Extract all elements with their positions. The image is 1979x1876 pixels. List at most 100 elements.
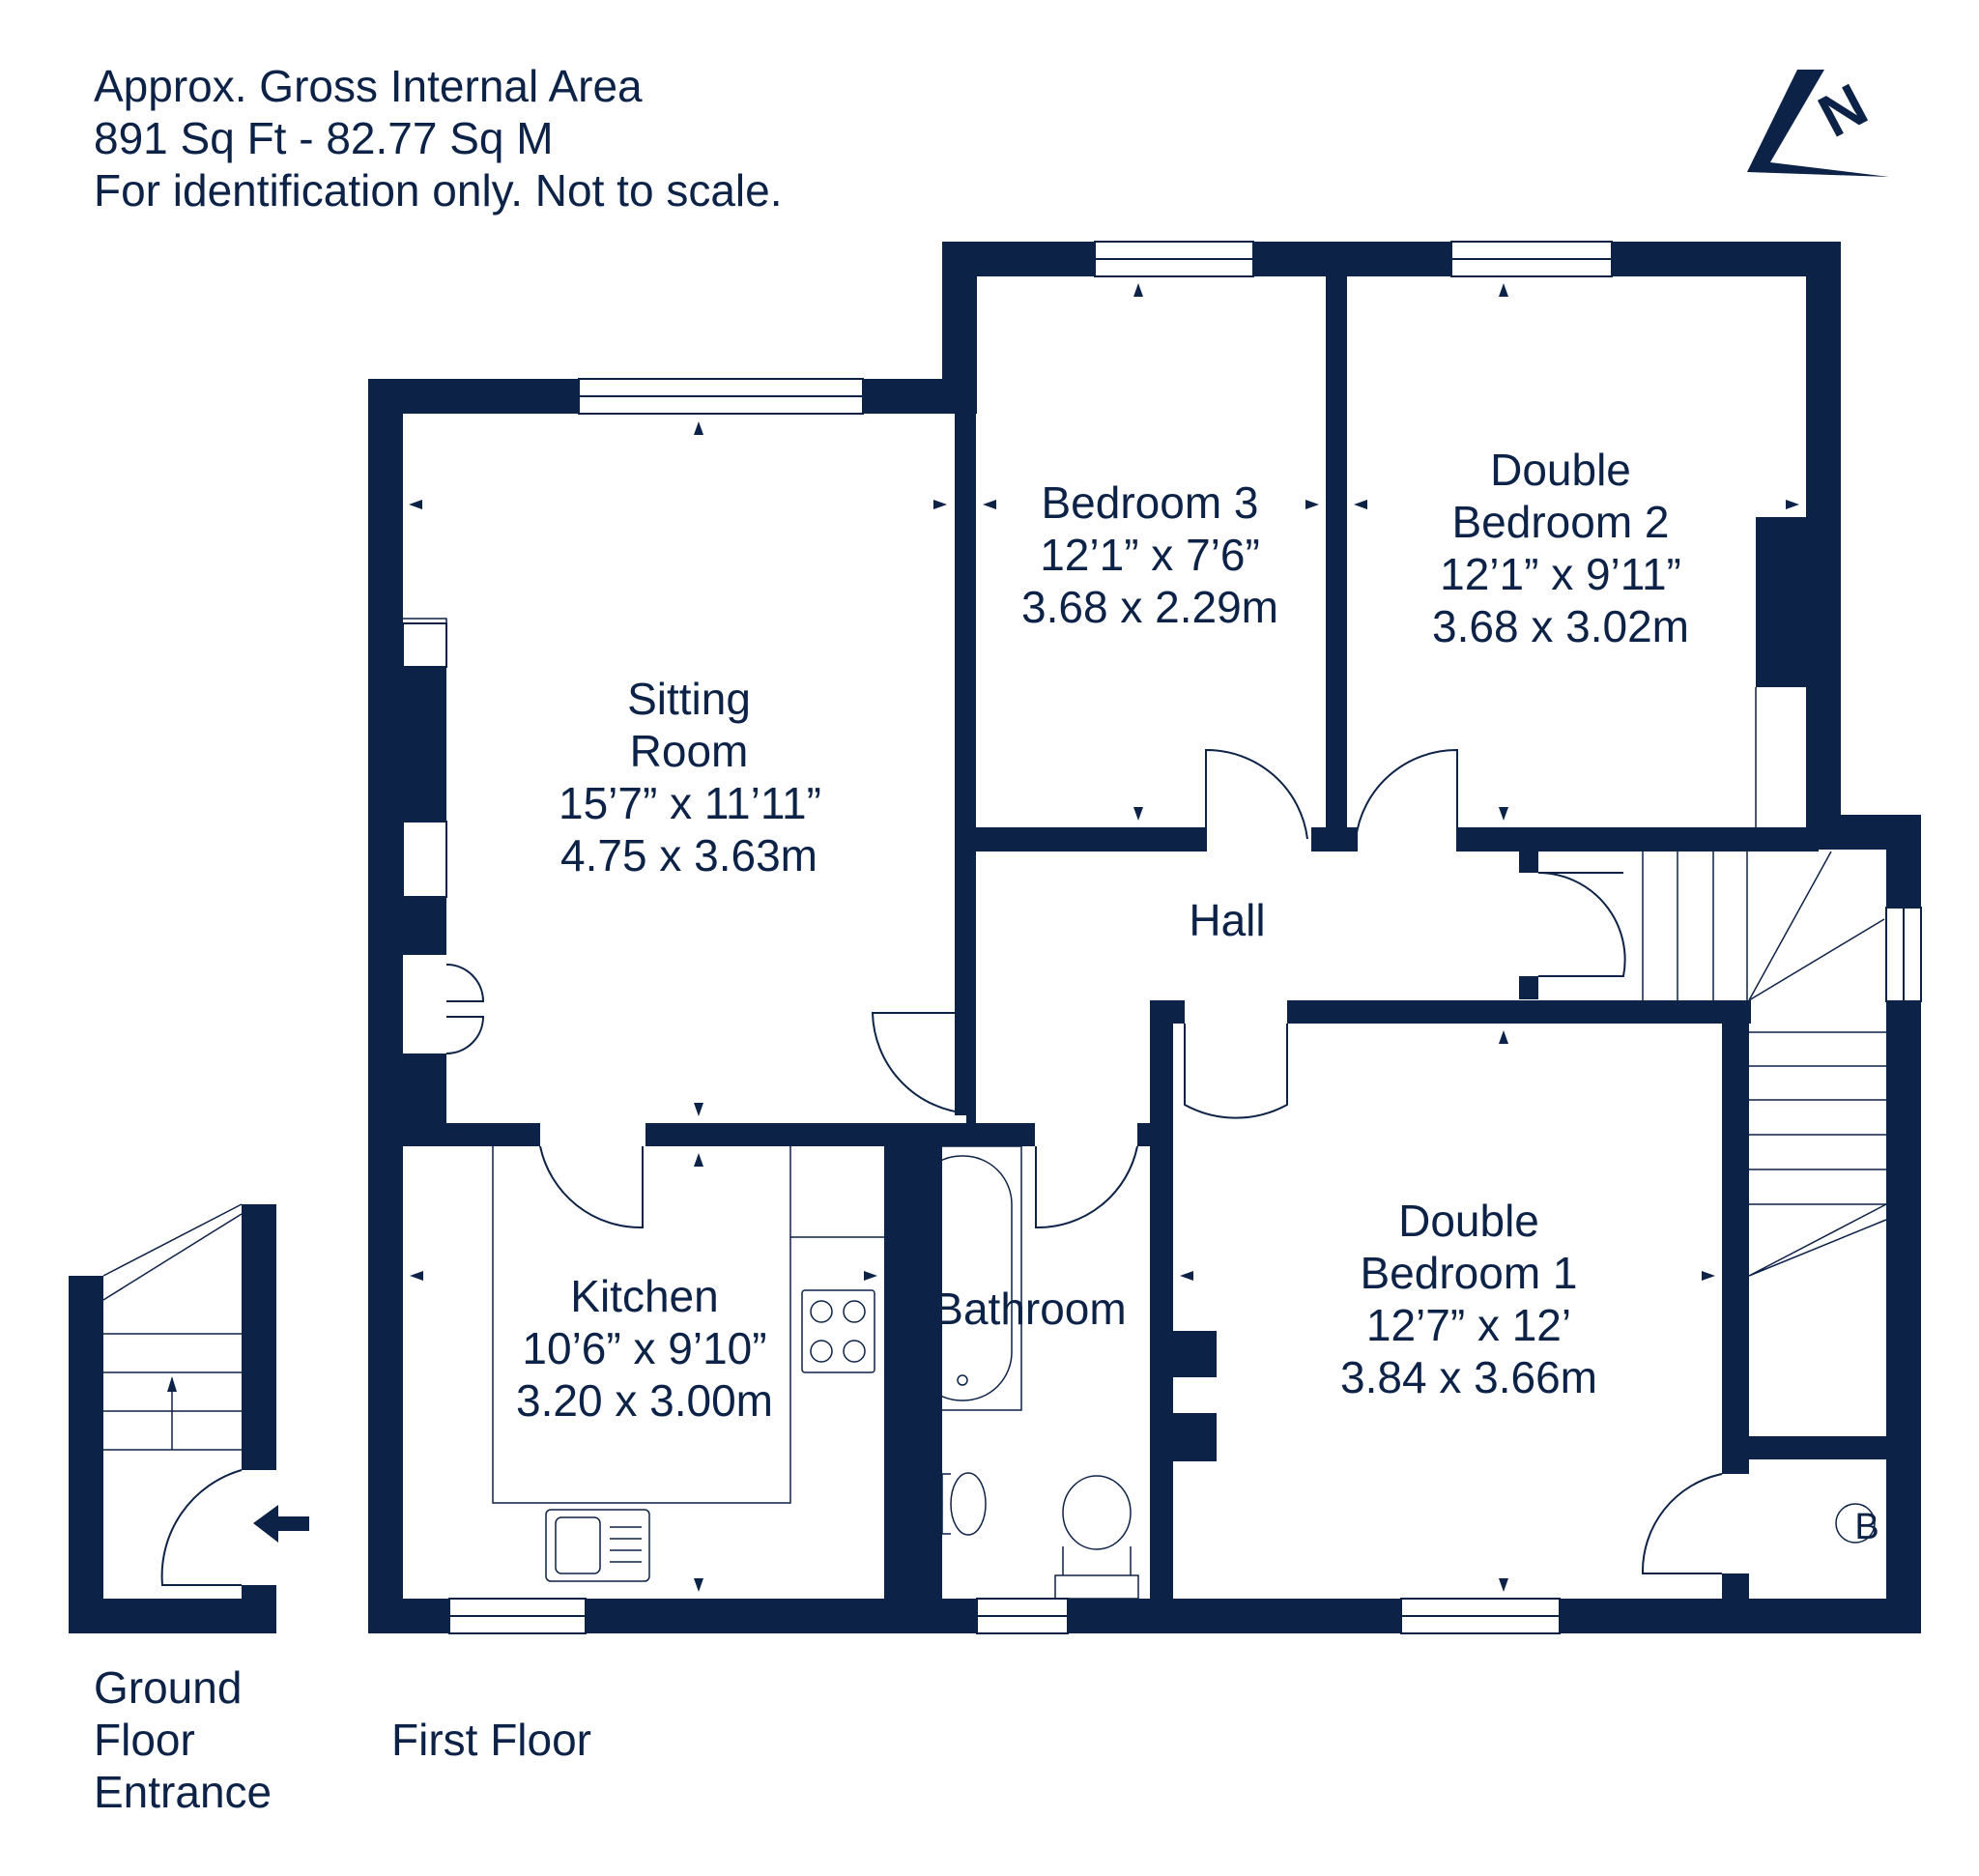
room-size-metric: 3.84 x 3.66m	[1340, 1352, 1597, 1402]
chimney-breast-3	[403, 1053, 446, 1123]
wall-top-bed2-right	[1612, 242, 1841, 276]
entrance-stair-winder	[102, 1203, 243, 1301]
hob	[801, 1289, 875, 1373]
room-name: Double	[1398, 1196, 1539, 1246]
room-label-sitting: Sitting Room 15’7” x 11’11” 4.75 x 3.63m	[559, 673, 821, 881]
stair-winder-1	[1748, 851, 1885, 1001]
room-name: Bathroom	[933, 1284, 1127, 1334]
room-size-metric: 3.68 x 2.29m	[1021, 582, 1278, 632]
chimney-breast-2	[403, 897, 446, 955]
room-label-bedroom1: Double Bedroom 1 12’7” x 12’ 3.84 x 3.66…	[1324, 1195, 1614, 1403]
wall-cupboard-stub	[1722, 1573, 1749, 1602]
room-name: Bedroom 2	[1451, 497, 1670, 547]
entrance-arrow-icon	[253, 1505, 309, 1543]
door-stairs	[1537, 872, 1626, 977]
wall-sitting-hall	[955, 414, 976, 1115]
room-label-bedroom2: Double Bedroom 2 12’1” x 9’11” 3.68 x 3.…	[1416, 444, 1706, 652]
door-kitchen	[539, 1145, 644, 1229]
wall-right-lower	[1886, 1001, 1921, 1633]
door-entrance	[160, 1469, 243, 1586]
room-label-bathroom: Bathroom	[914, 1283, 1146, 1335]
window-sitting-side-1	[402, 622, 447, 668]
stairs	[102, 851, 1887, 1451]
room-label-bedroom3: Bedroom 3 12’1” x 7’6” 3.68 x 2.29m	[1005, 476, 1295, 633]
room-size-imperial: 12’1” x 9’11”	[1440, 549, 1681, 599]
door-bathroom	[1035, 1145, 1138, 1229]
wall-hall-stub-bottom	[1519, 976, 1538, 999]
entrance-wall-left	[69, 1276, 103, 1633]
wall-bed3-bed2	[1326, 276, 1347, 841]
room-name: Bedroom 3	[1041, 477, 1259, 528]
floor-label-first: First Floor	[391, 1714, 591, 1766]
wall-bed2-bottom	[1457, 827, 1819, 851]
wall-right-stair-upper	[1886, 815, 1921, 908]
scale-note: For identification only. Not to scale.	[94, 165, 783, 216]
wall-bath-top-right	[1137, 1123, 1150, 1146]
stair-treads-right	[1749, 1031, 1886, 1205]
chimney-bed1-a	[1173, 1331, 1217, 1377]
room-size-metric: 3.68 x 3.02m	[1432, 601, 1689, 651]
chimney-bed2	[1756, 517, 1806, 687]
floor-label-line: Floor	[94, 1715, 195, 1765]
wall-bottom-c	[1068, 1599, 1401, 1633]
sink	[545, 1509, 650, 1582]
door-sitting	[871, 1012, 976, 1114]
entrance-wall-right-upper	[242, 1204, 276, 1470]
floor-label-line: Entrance	[94, 1767, 272, 1817]
door-bed1	[1184, 1024, 1288, 1119]
wall-sitting-kitchen-left	[403, 1123, 540, 1146]
wall-cupboard-top	[1722, 1436, 1886, 1459]
room-size-imperial: 12’1” x 7’6”	[1040, 530, 1260, 580]
wall-top-middle	[1253, 242, 1451, 276]
floor-label-line: First Floor	[391, 1715, 591, 1765]
wall-bottom-b	[586, 1599, 977, 1633]
door-bed3	[1205, 748, 1308, 851]
room-size-imperial: 10’6” x 9’10”	[522, 1323, 767, 1373]
room-size-imperial: 12’7” x 12’	[1365, 1300, 1572, 1350]
area-summary: Approx. Gross Internal Area 891 Sq Ft - …	[94, 60, 782, 216]
compass-letter: N	[1808, 72, 1878, 151]
fixtures	[403, 618, 1876, 1600]
wall-right-bed2	[1806, 242, 1841, 827]
room-name: Room	[629, 726, 749, 776]
measure-arrows	[409, 283, 1799, 1592]
window-sitting-side-2	[402, 821, 447, 898]
wall-hall-bath-stub	[966, 1113, 976, 1146]
wall-left	[368, 379, 403, 1633]
room-name: Bedroom 1	[1360, 1248, 1578, 1298]
entrance-stair-treads	[103, 1333, 242, 1451]
area-title: Approx. Gross Internal Area	[94, 61, 643, 111]
doors	[160, 748, 1723, 1586]
wall-bath-bed1	[1150, 1000, 1173, 1600]
entrance-wall-bottom	[69, 1599, 276, 1633]
room-size-imperial: 15’7” x 11’11”	[559, 778, 821, 828]
wall-top-sitting-left	[368, 379, 579, 414]
room-size-metric: 4.75 x 3.63m	[560, 830, 817, 880]
wall-bed3-bottom	[976, 827, 1206, 851]
stair-winder-2	[1748, 1203, 1887, 1277]
floor-label-ground: Ground Floor Entrance	[94, 1661, 272, 1818]
door-cupboard	[1641, 1473, 1723, 1574]
room-label-kitchen: Kitchen 10’6” x 9’10” 3.20 x 3.00m	[500, 1270, 789, 1427]
room-name: Kitchen	[570, 1271, 719, 1321]
chimney-breast-1	[403, 667, 446, 822]
room-name: Double	[1490, 445, 1631, 495]
wall-bed1-top	[1287, 1000, 1751, 1024]
boiler	[1835, 1503, 1876, 1544]
kitchen-worktop	[492, 1146, 791, 1504]
wall-hall-pier	[1311, 827, 1358, 851]
boiler-label: B	[1854, 1507, 1879, 1547]
wall-bottom-d	[1560, 1599, 1921, 1633]
stair-treads-top	[1642, 851, 1748, 1000]
bath	[903, 1145, 1022, 1411]
wall-top-bed3-left	[942, 242, 1095, 276]
room-label-hall: Hall	[1169, 894, 1285, 946]
door-sitting-cupboard	[445, 964, 485, 1054]
wall-bottom-a	[368, 1599, 449, 1633]
room-size-metric: 3.20 x 3.00m	[516, 1375, 773, 1426]
door-bed2	[1355, 748, 1458, 851]
room-name: Sitting	[627, 674, 751, 724]
room-name: Hall	[1189, 895, 1266, 945]
wall-sitting-kitchen-right	[645, 1123, 1035, 1146]
